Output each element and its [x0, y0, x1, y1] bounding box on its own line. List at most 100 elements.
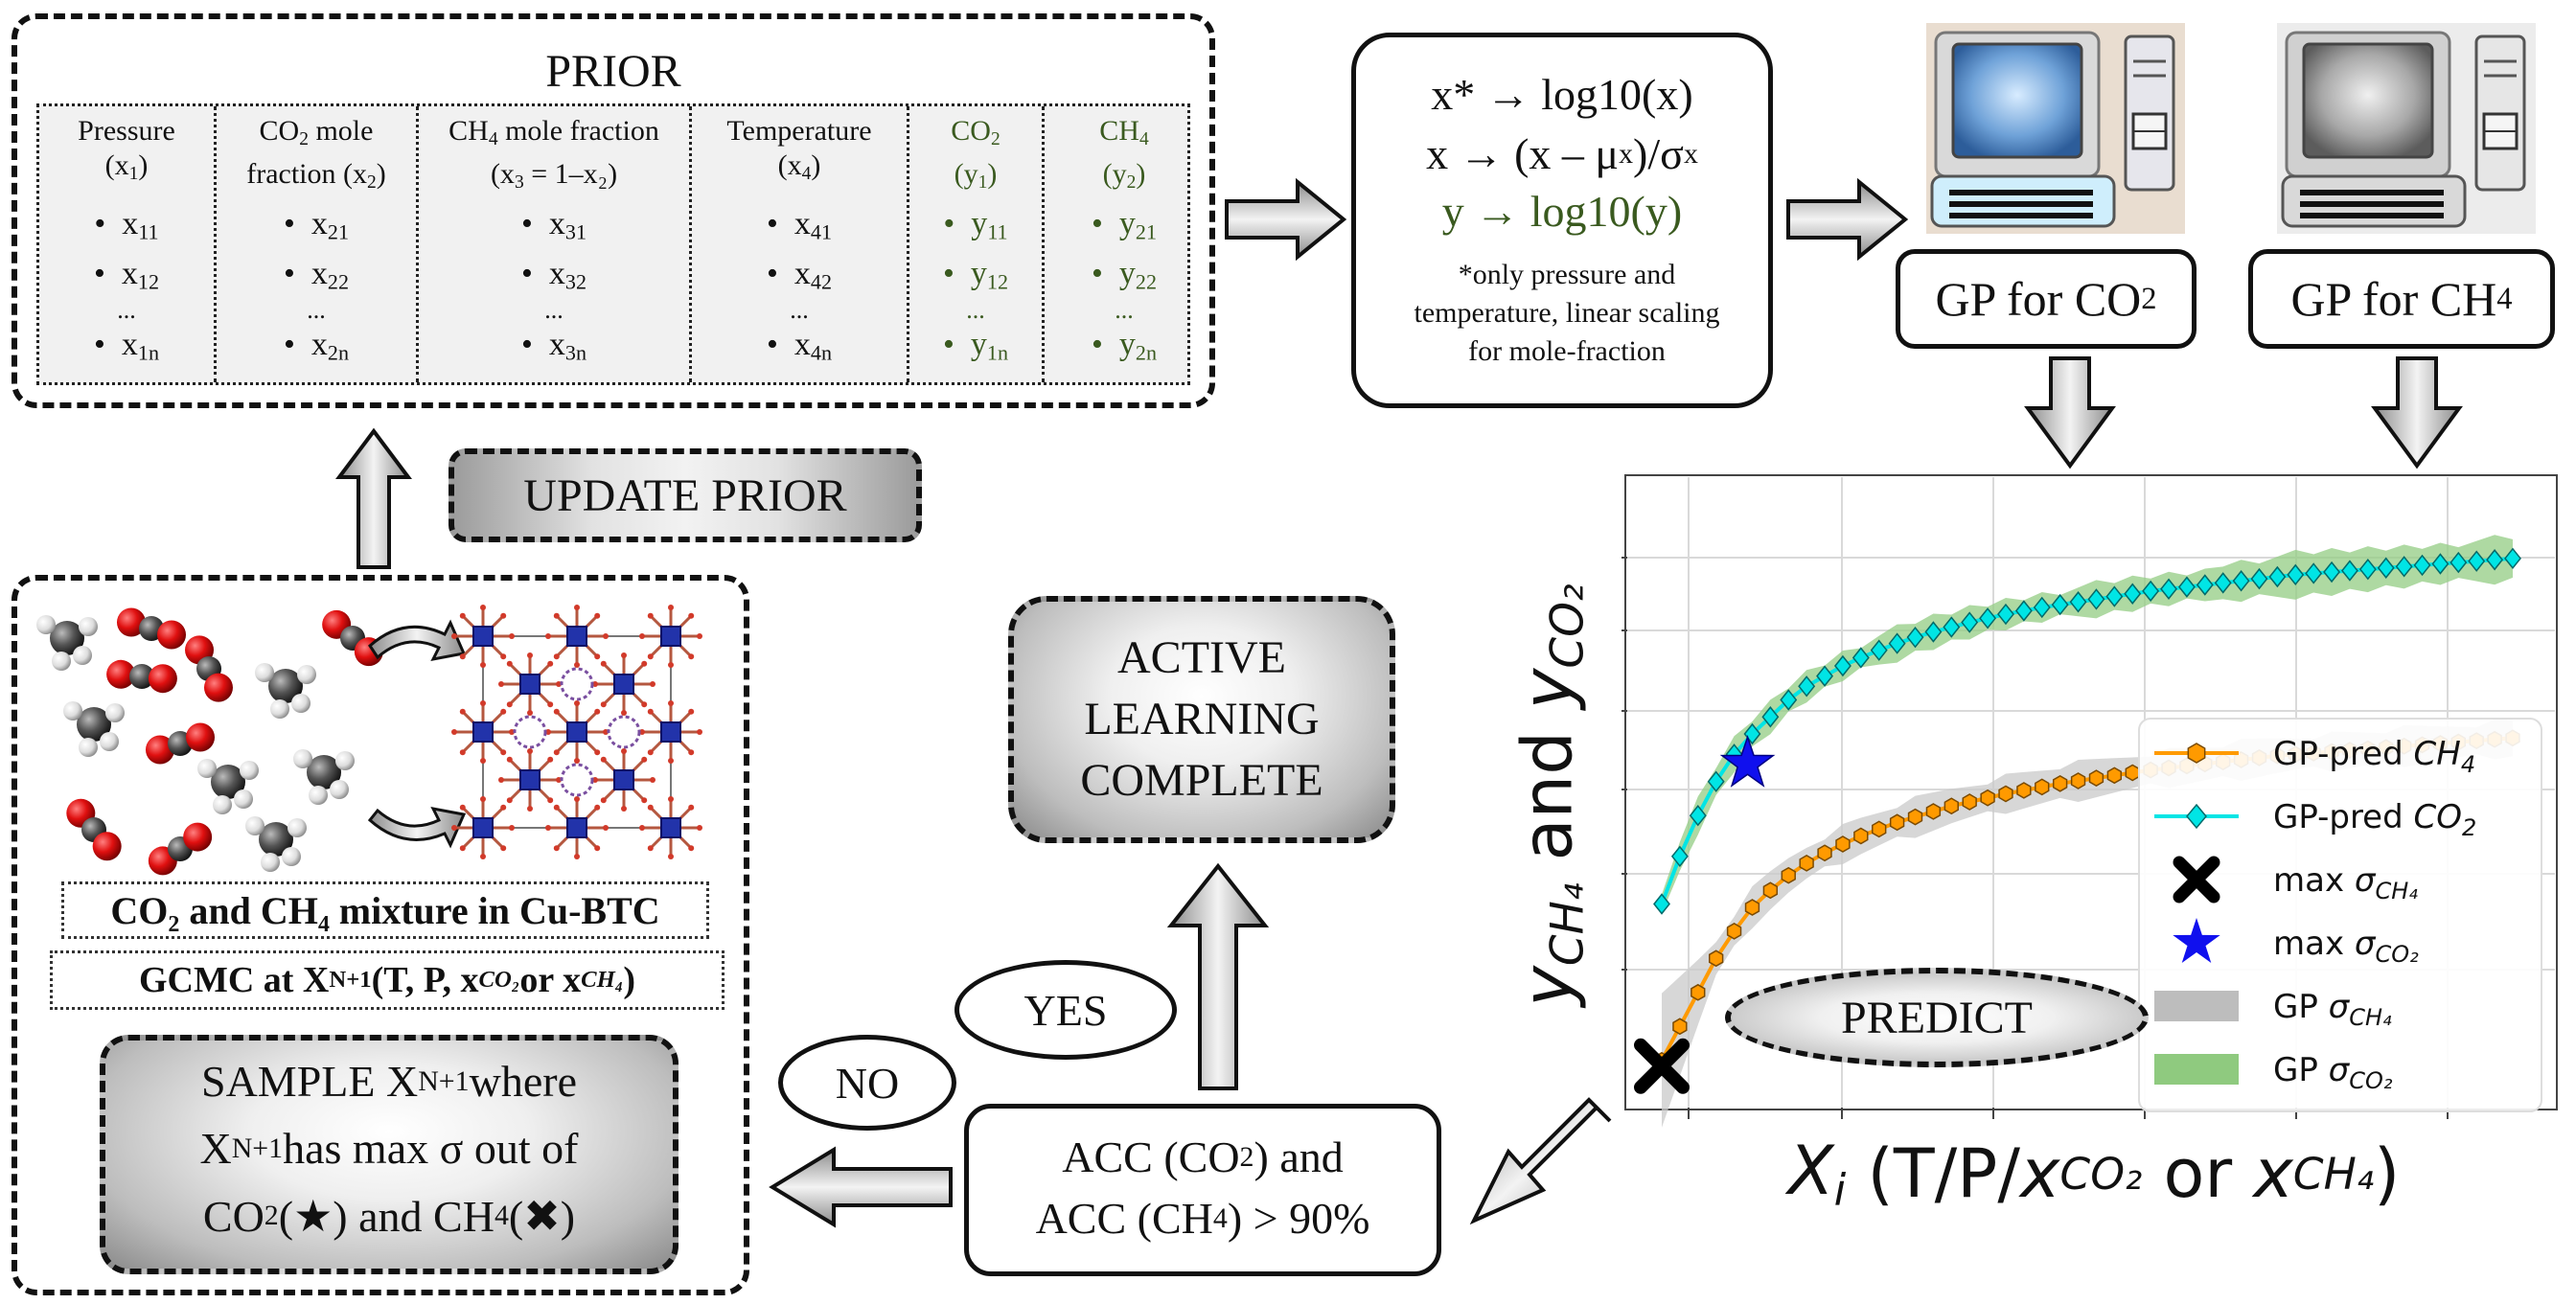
point-co2 — [1924, 621, 1943, 643]
legend-label: GP σCH₄ — [2273, 988, 2392, 1031]
point-co2 — [2196, 574, 2214, 596]
point-ch4 — [1726, 923, 1742, 940]
point-ch4 — [1872, 820, 1887, 838]
point-co2 — [1979, 607, 1997, 629]
prior-value: • y2n — [1092, 327, 1157, 365]
point-ch4 — [1944, 797, 1959, 815]
prior-value: ... — [790, 296, 809, 324]
point-ch4 — [1690, 983, 1706, 1001]
legend-marker-max-ch4 — [2173, 856, 2220, 904]
point-co2 — [1761, 706, 1780, 728]
computer-ch4-icon — [2277, 23, 2536, 234]
point-ch4 — [1709, 949, 1724, 968]
point-ch4 — [1889, 813, 1905, 832]
point-ch4 — [2035, 778, 2050, 796]
point-co2 — [2069, 591, 2087, 613]
point-co2 — [2305, 562, 2323, 584]
legend-box — [2138, 718, 2542, 1112]
prior-value: • x1n — [94, 327, 159, 365]
point-co2 — [2377, 557, 2395, 579]
arrow-transform-to-gp — [1786, 178, 1909, 261]
legend-label: GP-pred CO2 — [2273, 798, 2476, 841]
yes-ellipse: YES — [954, 960, 1177, 1060]
legend-marker-band — [2154, 1054, 2239, 1085]
point-co2 — [2033, 596, 2051, 619]
max-sigma-co2-marker — [1719, 734, 1776, 788]
legend-label: GP-pred CH4 — [2273, 735, 2475, 778]
arrow-gp-co2-down — [2024, 356, 2116, 469]
point-co2 — [2287, 563, 2305, 586]
prior-column-header: Pressure(x1) — [78, 115, 175, 184]
point-co2 — [1670, 845, 1689, 868]
point-co2 — [2358, 558, 2377, 581]
prior-value: • y1n — [943, 327, 1008, 365]
prior-value: • x21 — [284, 206, 349, 244]
prior-title: PRIOR — [545, 45, 681, 97]
point-co2 — [1870, 639, 1888, 661]
point-co2 — [2014, 600, 2033, 622]
point-co2 — [1833, 654, 1852, 677]
transform-line-1: x* → log10(x) — [1431, 70, 1693, 119]
prior-value: • x4n — [767, 327, 832, 365]
prior-value: • x42 — [767, 256, 832, 294]
prior-value: ... — [1115, 296, 1134, 324]
transform-note: *only pressure and temperature, linear s… — [1414, 259, 1720, 367]
arrow-to-prior — [335, 427, 412, 569]
point-co2 — [2051, 593, 2069, 616]
prior-column: Pressure(x1) • x11 • x12... • x1n — [39, 106, 217, 382]
legend-label: max σCH₄ — [2273, 861, 2418, 904]
prior-value: • y21 — [1092, 206, 1157, 244]
computer-co2-icon — [1926, 23, 2185, 234]
active-learning-complete-box: ACTIVE LEARNING COMPLETE — [1008, 596, 1395, 843]
point-co2 — [1816, 665, 1834, 687]
prior-column: CH4 mole fraction(x3 = 1–x₂)• x31• x32..… — [419, 106, 692, 382]
legend-marker-co2 — [2186, 803, 2207, 830]
arrow-gp-ch4-down — [2371, 356, 2463, 469]
prior-value: ... — [117, 296, 136, 324]
point-co2 — [2468, 550, 2486, 572]
point-co2 — [2268, 565, 2287, 588]
point-ch4 — [1744, 899, 1760, 916]
point-co2 — [2214, 572, 2232, 594]
legend-marker-max-co2 — [2173, 918, 2220, 964]
prior-value: • y12 — [943, 256, 1008, 294]
prior-value: • x41 — [767, 206, 832, 244]
point-co2 — [2323, 560, 2341, 583]
predict-ellipse: PREDICT — [1725, 968, 2149, 1067]
point-co2 — [2413, 554, 2431, 577]
legend-label: max σCO₂ — [2273, 925, 2419, 968]
point-co2 — [1906, 626, 1924, 649]
mixture-label: CO₂ and CH₄ mixture in Cu-BTC — [61, 881, 709, 939]
point-co2 — [2431, 553, 2450, 575]
arrow-chart-to-acc — [1469, 1097, 1612, 1225]
prior-value: • x12 — [94, 256, 159, 294]
max-sigma-ch4-marker — [1634, 1038, 1690, 1094]
band-sigma-ch4 — [1662, 719, 2513, 1128]
prior-column: CH4(y2)• y21• y22...• y2n — [1045, 106, 1204, 382]
transform-line-3: y → log10(y) — [1441, 187, 1683, 236]
prior-value: • y11 — [943, 206, 1008, 244]
point-co2 — [2142, 580, 2160, 603]
point-co2 — [2504, 547, 2521, 570]
point-co2 — [2177, 576, 2196, 598]
point-co2 — [2232, 570, 2250, 592]
point-ch4 — [1907, 808, 1923, 826]
point-ch4 — [1998, 785, 2013, 803]
point-co2 — [1653, 893, 1670, 915]
prior-value: • x11 — [94, 206, 159, 244]
point-ch4 — [1817, 844, 1832, 862]
legend-marker-band — [2154, 991, 2239, 1021]
